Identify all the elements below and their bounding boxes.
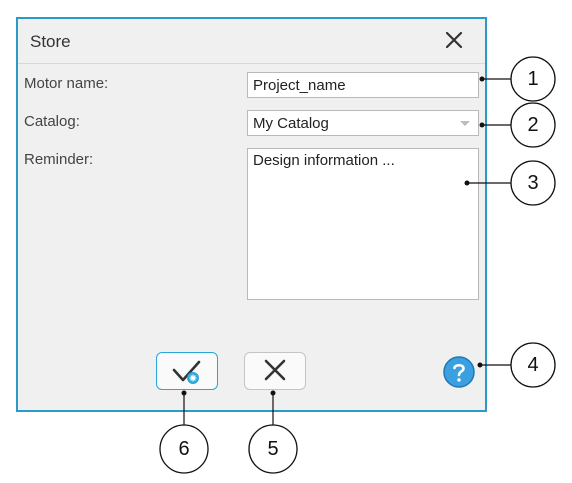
callout-6: 6	[178, 438, 190, 460]
callout-1: 1	[527, 68, 539, 90]
chevron-down-icon	[460, 121, 470, 126]
check-save-icon	[172, 360, 201, 384]
callout-5: 5	[267, 438, 279, 460]
ok-button[interactable]	[156, 352, 218, 390]
motor-name-input[interactable]: Project_name	[247, 72, 479, 98]
motor-name-label: Motor name:	[24, 75, 109, 92]
reminder-label: Reminder:	[24, 151, 94, 168]
help-button[interactable]	[442, 355, 476, 389]
close-icon	[264, 359, 286, 381]
reminder-textarea[interactable]: Design information ...	[247, 148, 479, 300]
catalog-label: Catalog:	[24, 113, 80, 130]
close-icon[interactable]	[442, 28, 466, 52]
callout-4: 4	[527, 354, 539, 376]
title-bar: Store	[18, 19, 485, 64]
callout-3: 3	[527, 172, 539, 194]
catalog-value: My Catalog	[253, 115, 329, 132]
cancel-button[interactable]	[244, 352, 306, 390]
dialog-title: Store	[30, 32, 71, 51]
callout-2: 2	[527, 114, 539, 136]
store-dialog: Store Motor name: Project_name Catalog: …	[16, 17, 487, 412]
help-icon	[443, 356, 475, 388]
catalog-select[interactable]: My Catalog	[247, 110, 479, 136]
